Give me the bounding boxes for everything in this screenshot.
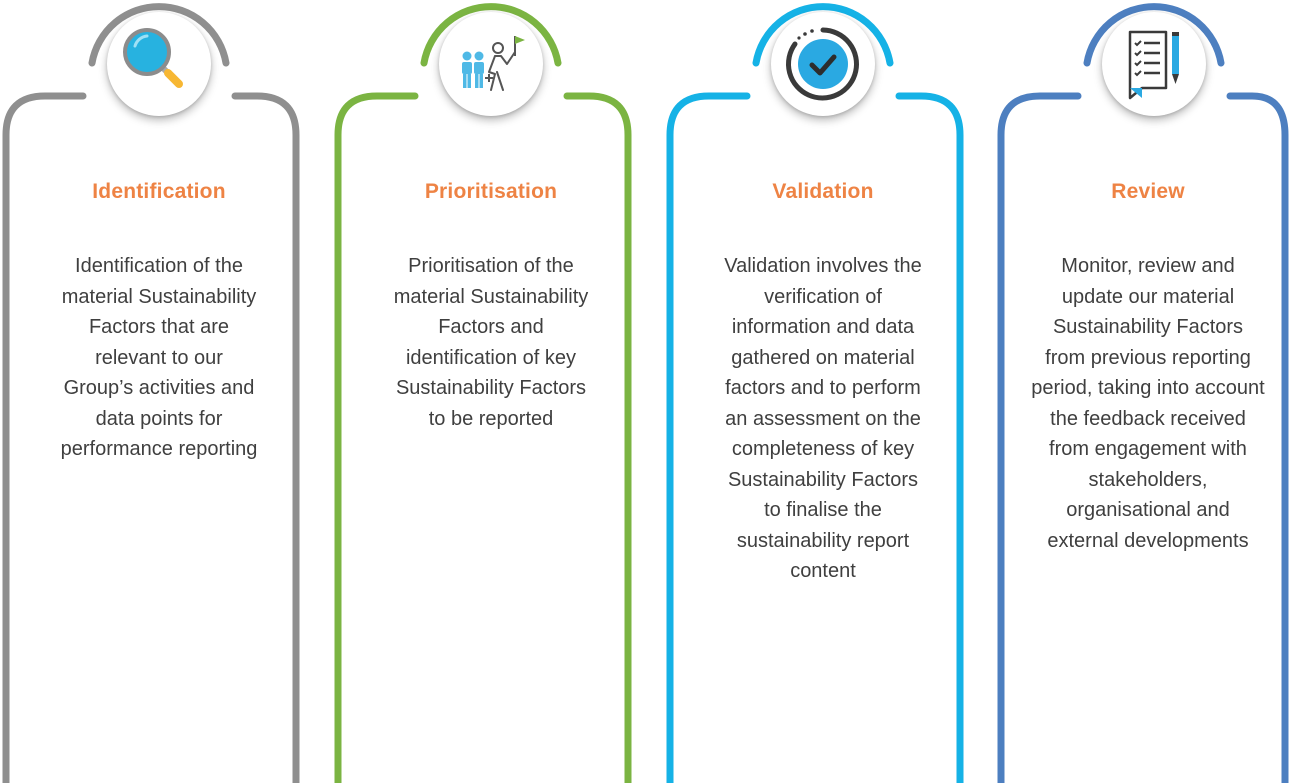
- step-card-identification: Identification Identification of the mat…: [0, 0, 300, 783]
- check-circle-icon: [786, 27, 859, 101]
- step-description: Validation involves the verification of …: [724, 255, 922, 582]
- step-description: Monitor, review and update our material …: [1031, 255, 1265, 552]
- icon-badge: [771, 12, 875, 116]
- step-title: Identification: [92, 180, 226, 203]
- step-description: Prioritisation of the material Sustainab…: [393, 255, 589, 430]
- step-card-review: Review Monitor, review and update our ma…: [995, 0, 1291, 783]
- card-frame: [2, 3, 300, 783]
- card-frame: [997, 3, 1289, 783]
- step-card-validation: Validation Validation involves the verif…: [664, 0, 964, 783]
- icon-badge: [439, 12, 543, 116]
- checklist-pencil-icon: [1128, 30, 1179, 100]
- people-leader-flag-icon: [462, 36, 525, 91]
- step-title: Validation: [772, 180, 874, 203]
- step-card-prioritisation: Prioritisation Prioritisation of the mat…: [332, 0, 632, 783]
- icon-badge: [1102, 12, 1206, 116]
- step-description: Identification of the material Sustainab…: [60, 255, 258, 460]
- step-title: Review: [1111, 180, 1185, 203]
- card-frame: [334, 3, 632, 783]
- magnifying-glass-icon: [123, 28, 183, 88]
- card-frame: [666, 3, 964, 783]
- icon-badge: [107, 12, 211, 116]
- step-title: Prioritisation: [424, 180, 558, 203]
